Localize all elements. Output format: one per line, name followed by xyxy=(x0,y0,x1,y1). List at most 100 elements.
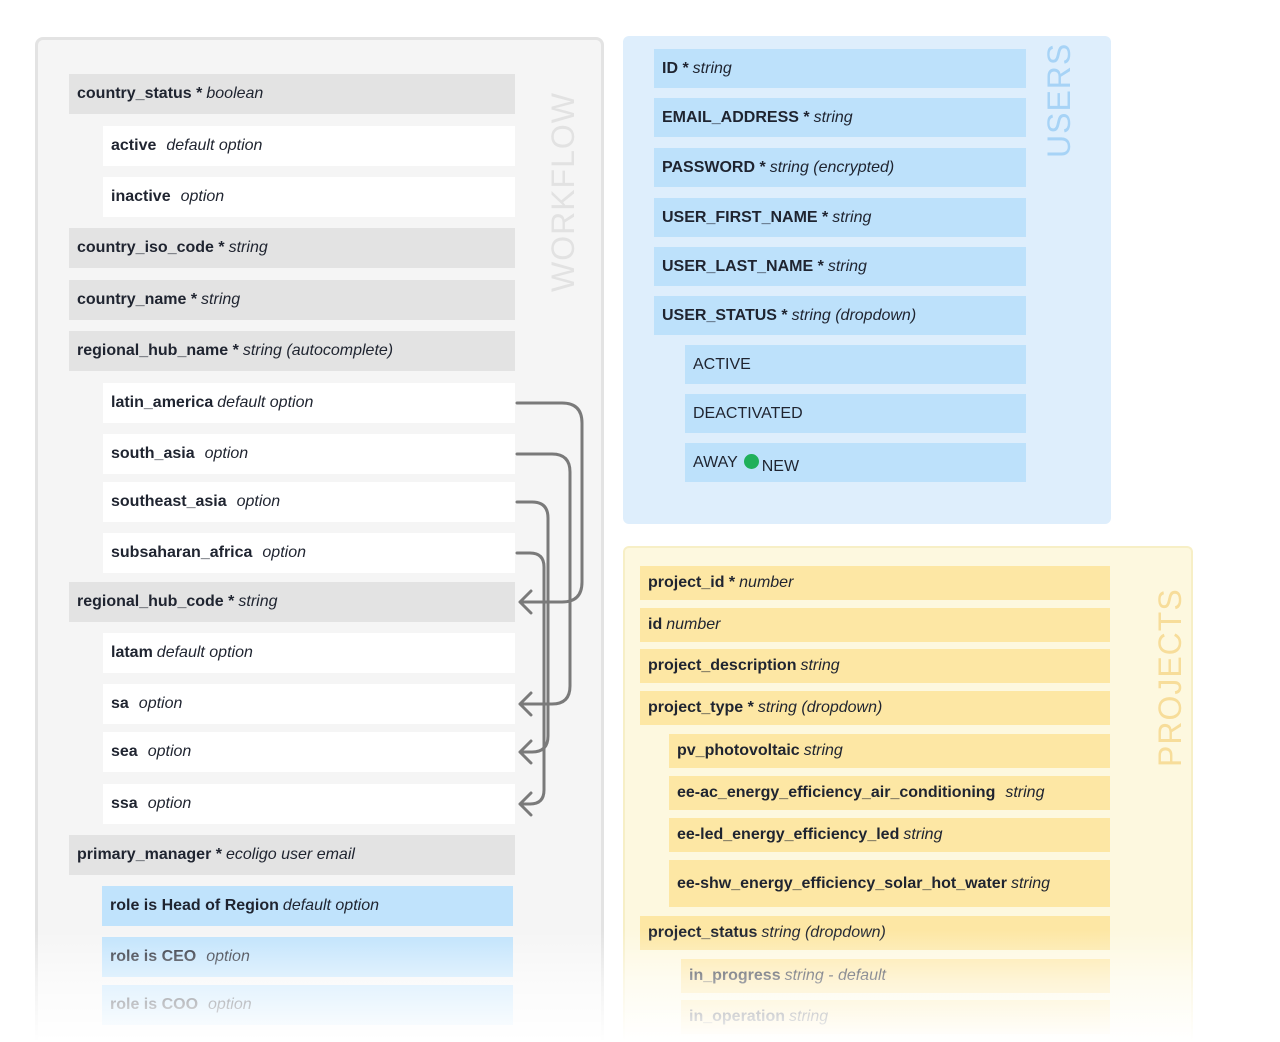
field-type: string xyxy=(228,239,268,256)
field-name: project_id * xyxy=(648,574,736,591)
option-name: sea xyxy=(111,743,138,760)
option-ee-ac[interactable]: ee-ac_energy_efficiency_air_conditioning… xyxy=(669,776,1110,810)
field-password[interactable]: PASSWORD *string (encrypted) xyxy=(654,148,1026,187)
workflow-title: WORKFLOW xyxy=(545,92,581,292)
option-name: ee-ac_energy_efficiency_air_conditioning xyxy=(677,784,996,801)
field-type: string xyxy=(692,59,732,77)
option-south-asia[interactable]: south_asia option xyxy=(103,434,515,474)
option-type: option xyxy=(180,188,225,205)
option-type: option xyxy=(236,493,281,510)
field-id[interactable]: ID *string xyxy=(654,49,1026,88)
option-role-ceo[interactable]: role is CEO option xyxy=(102,937,513,977)
option-type: option xyxy=(204,445,249,462)
option-type: default option xyxy=(282,897,379,914)
option-name: DEACTIVATED xyxy=(693,404,803,422)
option-name: subsaharan_africa xyxy=(111,544,253,561)
field-type: ecoligo user email xyxy=(225,846,355,863)
option-type: option xyxy=(138,695,183,712)
option-type: option xyxy=(262,544,306,561)
option-type: string xyxy=(1010,874,1051,892)
field-name: USER_STATUS * xyxy=(662,306,788,324)
field-type: string xyxy=(813,108,853,126)
field-name: EMAIL_ADDRESS * xyxy=(662,108,810,126)
field-regional-hub-name[interactable]: regional_hub_name *string (autocomplete) xyxy=(69,331,515,371)
field-email-address[interactable]: EMAIL_ADDRESS *string xyxy=(654,98,1026,137)
new-indicator-dot-icon xyxy=(743,454,759,469)
new-badge: NEW xyxy=(761,457,800,475)
option-type: string xyxy=(789,1008,829,1025)
field-type: string (dropdown) xyxy=(757,699,883,716)
option-status-deactivated[interactable]: DEACTIVATED xyxy=(685,394,1026,433)
field-user-first-name[interactable]: USER_FIRST_NAME *string xyxy=(654,198,1026,237)
option-type: option xyxy=(208,996,252,1013)
option-type: default option xyxy=(217,394,314,411)
field-type: string xyxy=(800,657,840,674)
option-sa[interactable]: sa option xyxy=(103,684,515,724)
field-user-last-name[interactable]: USER_LAST_NAME *string xyxy=(654,247,1026,286)
option-active[interactable]: active default option xyxy=(103,126,515,166)
field-type: number xyxy=(666,616,721,633)
option-name: pv_photovoltaic xyxy=(677,742,800,759)
field-type: string xyxy=(238,593,278,610)
field-name: project_description xyxy=(648,657,797,674)
field-primary-manager[interactable]: primary_manager *ecoligo user email xyxy=(69,835,515,875)
option-name: active xyxy=(111,137,157,154)
field-type: string (dropdown) xyxy=(791,306,917,324)
field-type: string xyxy=(832,208,872,226)
option-type: option xyxy=(206,948,250,965)
option-name: ACTIVE xyxy=(693,355,751,373)
option-type: string xyxy=(903,826,943,843)
option-type: default option xyxy=(166,137,263,154)
field-name: primary_manager * xyxy=(77,846,222,863)
field-name: project_status xyxy=(648,924,758,941)
projects-title: PROJECTS xyxy=(1152,588,1188,767)
field-country-status[interactable]: country_status *boolean xyxy=(69,74,515,114)
option-status-active[interactable]: ACTIVE xyxy=(685,345,1026,384)
option-name: role is CEO xyxy=(110,948,197,965)
field-type: string xyxy=(201,291,241,308)
field-name: country_status * xyxy=(77,85,203,102)
option-sea[interactable]: sea option xyxy=(103,732,515,772)
option-subsaharan-africa[interactable]: subsaharan_africa option xyxy=(103,533,515,573)
field-project-type[interactable]: project_type *string (dropdown) xyxy=(640,691,1110,725)
field-name: project_type * xyxy=(648,699,754,716)
option-ee-shw[interactable]: ee-shw_energy_efficiency_solar_hot_water… xyxy=(669,860,1110,907)
option-name: south_asia xyxy=(111,445,195,462)
option-type: option xyxy=(147,743,192,760)
field-project-id[interactable]: project_id *number xyxy=(640,566,1110,600)
option-southeast-asia[interactable]: southeast_asia option xyxy=(103,482,515,522)
field-user-status[interactable]: USER_STATUS *string (dropdown) xyxy=(654,296,1026,335)
option-type: string xyxy=(803,742,843,759)
field-country-iso-code[interactable]: country_iso_code *string xyxy=(69,228,515,268)
field-regional-hub-code[interactable]: regional_hub_code *string xyxy=(69,582,515,622)
option-name: inactive xyxy=(111,188,171,205)
option-name: latam xyxy=(111,644,153,661)
option-inactive[interactable]: inactive option xyxy=(103,177,515,217)
field-country-name[interactable]: country_name *string xyxy=(69,280,515,320)
option-name: latin_america xyxy=(111,394,214,411)
users-panel: USERS ID *string EMAIL_ADDRESS *string P… xyxy=(623,36,1111,524)
option-name: sa xyxy=(111,695,129,712)
option-type: string - default xyxy=(784,967,886,984)
field-type: number xyxy=(739,574,794,591)
option-name: in_progress xyxy=(689,967,781,984)
option-name: in_operation xyxy=(689,1008,786,1025)
field-name: PASSWORD * xyxy=(662,158,766,176)
option-name: ssa xyxy=(111,795,138,812)
option-name: southeast_asia xyxy=(111,493,227,510)
